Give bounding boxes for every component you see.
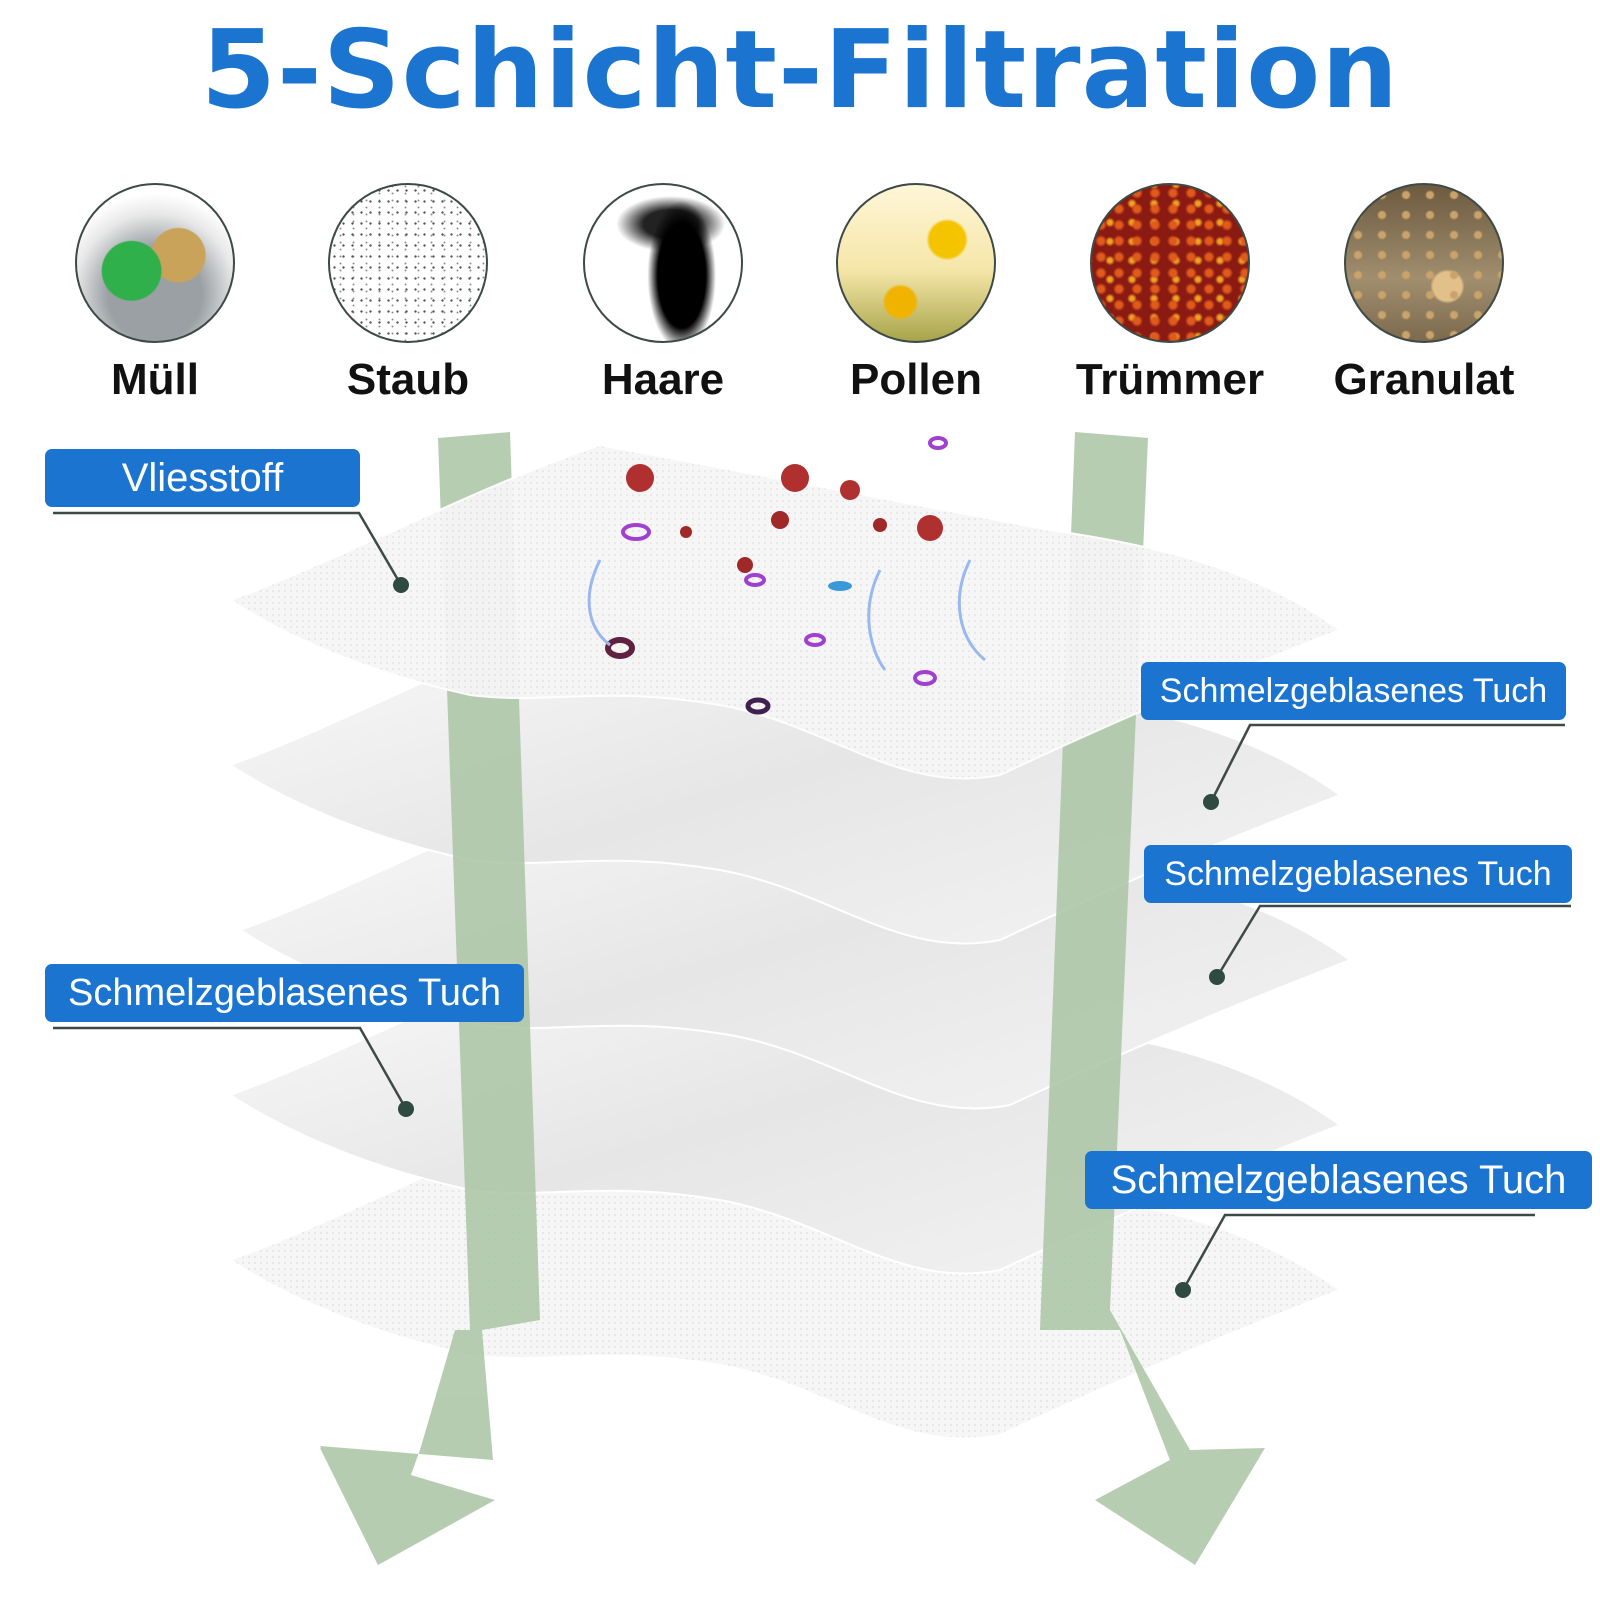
granules-photo-icon	[1344, 183, 1504, 343]
category-truemmer: Trümmer	[1050, 183, 1290, 405]
layer-label-meltblown-1: Schmelzgeblasenes Tuch	[1141, 662, 1566, 720]
dust-photo-icon	[328, 183, 488, 343]
category-label: Trümmer	[1075, 355, 1265, 404]
leader-dot	[393, 577, 409, 593]
layer-label-meltblown-3: Schmelzgeblasenes Tuch	[45, 964, 524, 1022]
airflow-arrow-left-head	[320, 1448, 495, 1565]
category-label: Pollen	[849, 355, 983, 404]
hair-photo-icon	[583, 183, 743, 343]
leader-lines	[53, 511, 1571, 1291]
layer-label-meltblown-2: Schmelzgeblasenes Tuch	[1144, 845, 1572, 903]
leader-dot	[398, 1101, 414, 1117]
category-label: Granulat	[1333, 355, 1515, 404]
leader-dot	[1203, 794, 1219, 810]
layer-label-meltblown-4: Schmelzgeblasenes Tuch	[1085, 1151, 1592, 1209]
leader-dot	[1175, 1282, 1191, 1298]
category-label: Staub	[346, 355, 470, 404]
layer-label-vliesstoff: Vliesstoff	[45, 449, 360, 507]
category-label: Müll	[111, 355, 199, 404]
page-title: 5-Schicht-Filtration	[200, 8, 1400, 133]
category-muell: Müll	[35, 183, 275, 405]
leader-dot	[1209, 969, 1225, 985]
category-label: Haare	[601, 355, 725, 404]
category-haare: Haare	[543, 183, 783, 405]
category-granulat: Granulat	[1304, 183, 1544, 405]
particles-icon	[587, 436, 986, 715]
category-staub: Staub	[288, 183, 528, 405]
airflow-arrow-left	[320, 432, 540, 1565]
pollen-flowers-photo-icon	[836, 183, 996, 343]
leaves-debris-photo-icon	[1090, 183, 1250, 343]
category-pollen: Pollen	[796, 183, 1036, 405]
garbage-photo-icon	[75, 183, 235, 343]
